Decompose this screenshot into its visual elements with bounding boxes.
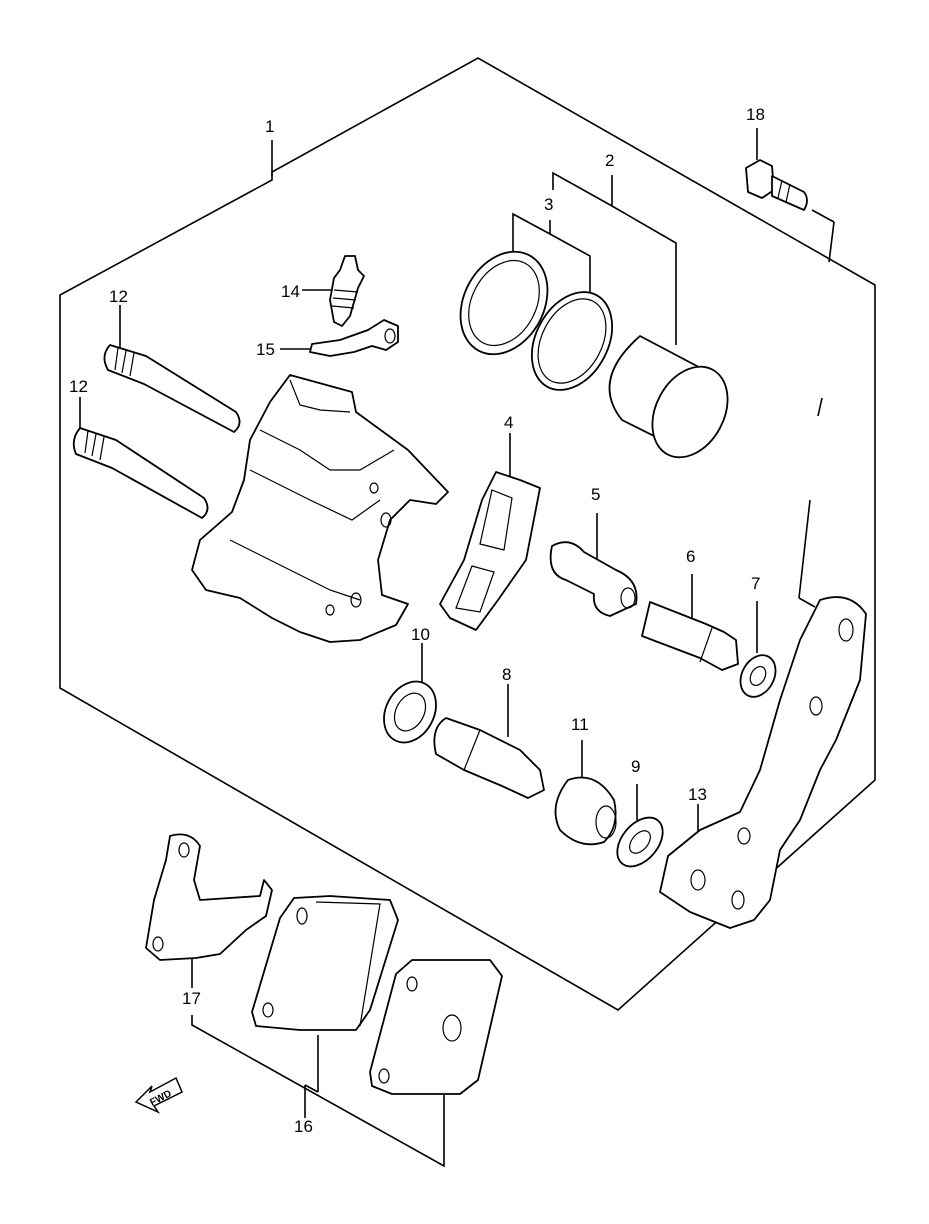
piston-seal-3a	[459, 250, 549, 356]
callout-12-upper: 12	[109, 287, 128, 306]
washer-9	[616, 816, 664, 868]
callout-3: 3	[544, 195, 553, 214]
bolt-18	[745, 159, 808, 211]
callout-14: 14	[281, 282, 300, 301]
callout-12-lower: 12	[69, 377, 88, 396]
caliper-body	[191, 374, 449, 643]
callout-17: 17	[182, 989, 201, 1008]
slide-pin-12-lower	[72, 427, 209, 519]
pad-spring-4	[439, 471, 541, 631]
boot-11	[554, 776, 617, 846]
piston-2	[608, 335, 729, 459]
callout-8: 8	[502, 665, 511, 684]
callout-16: 16	[294, 1117, 313, 1136]
callout-7: 7	[751, 574, 760, 593]
leader-lines	[79, 128, 835, 1168]
sleeve-5	[549, 541, 638, 617]
fwd-arrow-icon: FWD	[134, 1076, 183, 1114]
assembly-outline	[59, 57, 876, 1011]
caliper-bracket-13	[659, 596, 867, 929]
callout-11: 11	[571, 715, 589, 734]
bleeder-screw-14	[329, 255, 365, 327]
shim-17	[145, 833, 273, 961]
pin-6	[641, 601, 739, 671]
callout-2: 2	[605, 151, 614, 170]
callout-10: 10	[411, 625, 430, 644]
brake-pad-16a	[251, 895, 399, 1031]
callout-5: 5	[591, 485, 600, 504]
bleeder-cap-15	[309, 319, 399, 357]
callout-9: 9	[631, 757, 640, 776]
boot-10	[383, 680, 437, 744]
pin-8	[433, 717, 545, 799]
callout-1: 1	[265, 117, 274, 136]
washer-7	[739, 654, 777, 698]
callout-13: 13	[688, 785, 707, 804]
brake-pad-16b	[369, 959, 503, 1095]
callout-18: 18	[746, 105, 765, 124]
piston-seal-3b	[531, 291, 613, 391]
slide-pin-12-upper	[103, 344, 241, 433]
callout-4: 4	[504, 413, 513, 432]
callout-labels: 1 2 3 4 5 6 7 8 9 10 11 12 12 13 14 15 1…	[69, 105, 765, 1136]
callout-6: 6	[686, 547, 695, 566]
callout-15: 15	[256, 340, 275, 359]
